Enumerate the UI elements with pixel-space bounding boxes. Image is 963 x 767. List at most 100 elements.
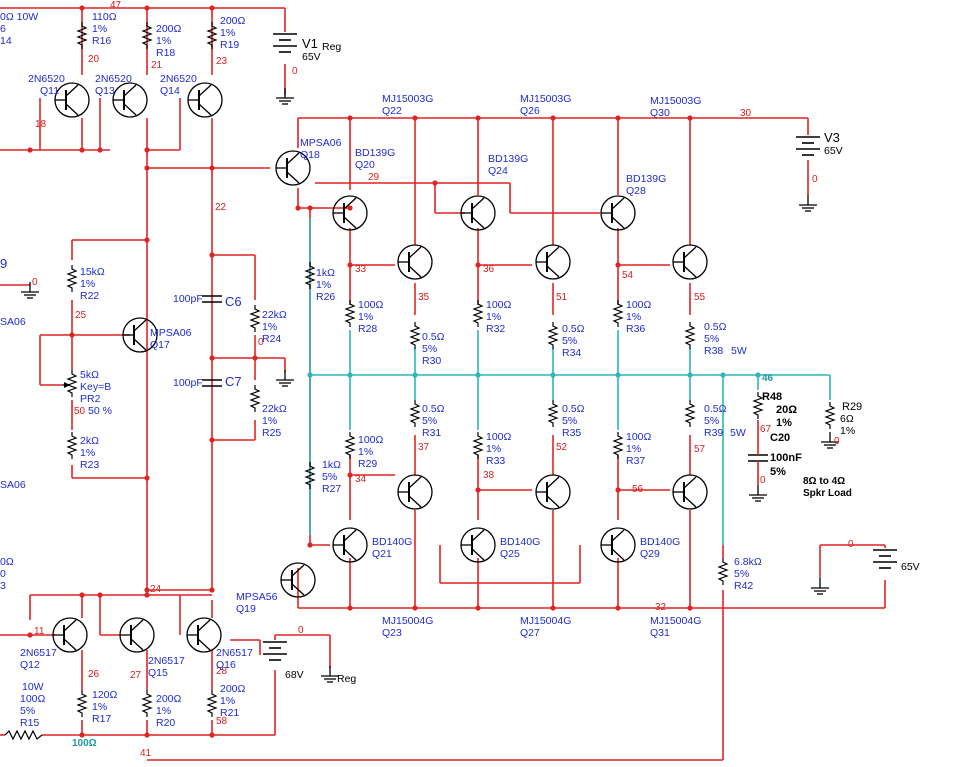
net-label: 0: [812, 174, 818, 185]
r48-tol: 1%: [776, 417, 792, 429]
r37-value: 100Ω: [626, 431, 652, 443]
net-label: 0: [848, 539, 854, 550]
net-label: 21: [151, 60, 163, 71]
resistor-symbols: [4, 21, 835, 741]
r27-value: 1kΩ: [322, 459, 341, 471]
r21-name: R21: [220, 707, 239, 719]
r38-tol: 5%: [704, 333, 719, 345]
v1-value: 65V: [302, 51, 321, 63]
v1-name: V1: [302, 36, 318, 51]
r39-extra: 5W: [730, 427, 746, 439]
v3-value: 65V: [824, 145, 843, 157]
ground-symbols: [20, 87, 840, 683]
left-fragment-2: 0: [32, 277, 38, 288]
net-label: 27: [130, 670, 142, 681]
q17-name: Q17: [150, 339, 170, 351]
q19-name: Q19: [236, 603, 256, 615]
transistor-labels: 2N6520 Q11 2N6520 Q13 2N6520 Q14 MPSA06 …: [20, 73, 701, 679]
q28-name: Q28: [626, 185, 646, 197]
source-labels: V1 Reg 65V V3 65V 65V 68V Reg: [285, 36, 920, 685]
net-label: 18: [35, 119, 47, 130]
r48-name: R48: [762, 391, 782, 403]
r48-value: 20Ω: [776, 404, 797, 416]
net-label: 55: [694, 292, 706, 303]
resistor-labels: 110Ω 1% R16 200Ω 1% R18 200Ω 1% R19 15kΩ…: [20, 11, 762, 729]
r34-value: 0.5Ω: [562, 323, 585, 335]
r24-value: 22kΩ: [262, 309, 287, 321]
r42-name: R42: [734, 580, 753, 592]
r15-extra: 10W: [22, 681, 44, 693]
left-fragment-5: 0Ω: [0, 556, 14, 568]
q21-name: Q21: [372, 548, 392, 560]
q23-type: MJ15004G: [382, 615, 433, 627]
speaker-load-caption-2: Spkr Load: [803, 488, 852, 499]
r30-value: 0.5Ω: [422, 331, 445, 343]
v3-name: V3: [824, 130, 840, 145]
r24-name: R24: [262, 333, 281, 345]
r23-name: R23: [80, 459, 99, 471]
net-label: 67: [760, 424, 772, 435]
q16-name: Q16: [216, 659, 236, 671]
net-label: 47: [110, 0, 122, 11]
net-label: 0: [292, 66, 298, 77]
r27-tol: 5%: [322, 471, 337, 483]
q12-name: Q12: [20, 659, 40, 671]
pr2-value: 5kΩ: [80, 369, 99, 381]
capacitor-labels: 100pF C6 100pF C7: [173, 293, 242, 389]
q30-type: MJ15003G: [650, 95, 701, 107]
q15-type: 2N6517: [148, 655, 185, 667]
left-fragment-6: 0: [0, 568, 6, 580]
q12-type: 2N6517: [20, 647, 57, 659]
r22-name: R22: [80, 290, 99, 302]
net-label: 54: [622, 270, 634, 281]
r38-name: R38: [704, 345, 723, 357]
r39-value: 0.5Ω: [704, 403, 727, 415]
r15-name: R15: [20, 717, 39, 729]
net-label: 33: [355, 264, 367, 275]
q29-name: Q29: [640, 548, 660, 560]
r33-name: R33: [486, 455, 505, 467]
net-label: 23: [216, 56, 228, 67]
battery-symbols: [263, 33, 897, 661]
left-fragment-4: SA06: [0, 479, 26, 491]
bus-dots: [307, 372, 761, 378]
r29-load-name: R29: [842, 401, 862, 413]
r28-name: R28: [358, 323, 377, 335]
r35-name: R35: [562, 427, 581, 439]
net-label: 32: [655, 602, 667, 613]
r24-tol: 1%: [262, 321, 277, 333]
q11-type: 2N6520: [28, 73, 65, 85]
r23-value: 2kΩ: [80, 435, 99, 447]
left-fragment-7: 3: [0, 580, 6, 592]
top-left-fragment-3: 14: [0, 35, 12, 47]
net-label: 58: [216, 716, 228, 727]
net-label: 11: [34, 626, 45, 637]
net-label: 25: [75, 310, 87, 321]
net-label: 29: [368, 172, 380, 183]
r34-tol: 5%: [562, 335, 577, 347]
r25-name: R25: [262, 427, 281, 439]
left-fragment-1: 9: [0, 256, 7, 271]
r39-tol: 5%: [704, 415, 719, 427]
source-65v-value: 65V: [901, 561, 920, 573]
r20-name: R20: [156, 717, 175, 729]
r15-value: 100Ω: [20, 693, 46, 705]
r36-tol: 1%: [626, 311, 641, 323]
q24-name: Q24: [488, 165, 508, 177]
q21-type: BD140G: [372, 536, 412, 548]
q28-type: BD139G: [626, 173, 666, 185]
q13-type: 2N6520: [95, 73, 132, 85]
r42-tol: 5%: [734, 568, 749, 580]
r21-value: 200Ω: [220, 683, 246, 695]
q19-type: MPSA56: [236, 591, 278, 603]
r16-value: 110Ω: [92, 11, 117, 23]
r36-value: 100Ω: [626, 299, 652, 311]
r33-value: 100Ω: [486, 431, 512, 443]
net-label: 0: [760, 475, 766, 486]
v1-suffix: Reg: [322, 41, 341, 53]
net-label: 24: [150, 584, 162, 595]
r18-tol: 1%: [156, 35, 171, 47]
r37-tol: 1%: [626, 443, 641, 455]
q29-type: BD140G: [640, 536, 680, 548]
